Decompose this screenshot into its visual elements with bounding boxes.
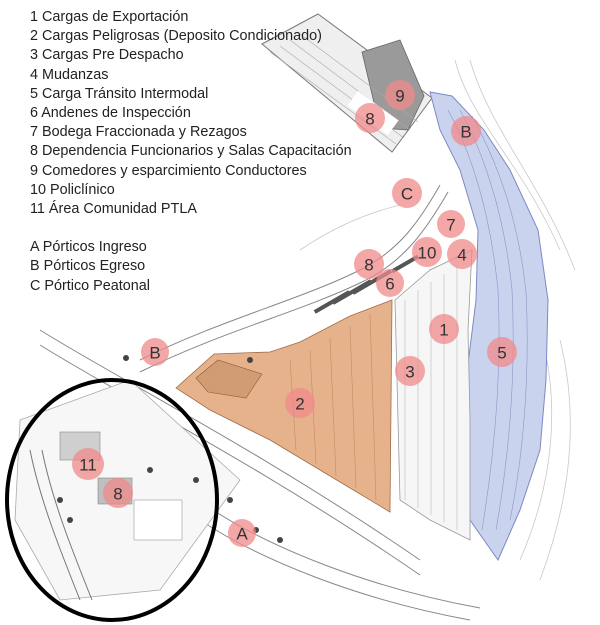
hazard-building: [195, 359, 263, 399]
marker-1-label: 8: [365, 110, 374, 129]
legend-item-1: 2 Cargas Peligrosas (Deposito Condiciona…: [30, 28, 322, 45]
marker-4-circle: [437, 210, 465, 238]
hazard-stalls: [289, 313, 377, 501]
marker-11-label: B: [149, 344, 160, 363]
marker-13-label: 2: [295, 395, 304, 414]
marker-8-label: 6: [385, 275, 394, 294]
marker-10-label: 5: [497, 344, 506, 363]
legend-item-9: 10 Policlínico: [30, 181, 115, 198]
marker-3-label: C: [401, 185, 413, 204]
marker-15-label: 8: [113, 485, 122, 504]
legend-letter-item-1: B Pórticos Egreso: [30, 258, 146, 275]
marker-13-circle: [285, 388, 315, 418]
legend-item-6: 7 Bodega Fraccionada y Rezagos: [30, 124, 247, 141]
legend-item-3: 4 Mudanzas: [30, 66, 109, 83]
marker-9-circle: [429, 314, 459, 344]
legend: 1 Cargas de Exportación 2 Cargas Peligros…: [30, 8, 360, 296]
zone-2-hazardous: [175, 299, 393, 513]
marker-5-circle: [412, 237, 442, 267]
marker-2-label: B: [460, 123, 471, 142]
marker-14-label: 11: [79, 456, 97, 475]
marker-10-circle: [487, 337, 517, 367]
legend-letter-item-2: C Pórtico Peatonal: [30, 277, 150, 294]
marker-7-circle: [354, 249, 384, 279]
transit-lanes: [447, 109, 528, 531]
marker-1-circle: [355, 103, 385, 133]
marker-16-circle: [228, 519, 256, 547]
legend-item-10: 11 Área Comunidad PTLA: [30, 201, 197, 218]
marker-2-circle: [451, 116, 481, 146]
legend-numbered-list: 1 Cargas de Exportación 2 Cargas Peligros…: [30, 8, 360, 219]
marker-15-circle: [103, 478, 133, 508]
marker-12-circle: [395, 356, 425, 386]
marker-11-circle: [141, 338, 169, 366]
legend-item-2: 3 Cargas Pre Despacho: [30, 47, 184, 64]
marker-14-circle: [72, 448, 104, 480]
marker-6-circle: [447, 239, 477, 269]
legend-item-8: 9 Comedores y esparcimiento Conductores: [30, 162, 307, 179]
legend-item-0: 1 Cargas de Exportación: [30, 9, 189, 25]
zone-1-3-parking: [394, 249, 473, 541]
legend-spacer: [30, 219, 360, 238]
parking-stalls: [404, 266, 458, 530]
legend-letter-item-0: A Pórticos Ingreso: [30, 239, 147, 256]
legend-item-4: 5 Carga Tránsito Intermodal: [30, 85, 209, 102]
tree-dots: [57, 355, 283, 543]
marker-9-label: 1: [439, 321, 448, 340]
legend-item-5: 6 Andenes de Inspección: [30, 105, 191, 122]
legend-lettered-list: A Pórticos Ingreso B Pórticos Egreso C Pór…: [30, 238, 360, 296]
marker-0-label: 9: [395, 87, 404, 106]
marker-5-label: 10: [418, 244, 437, 263]
legend-item-7: 8 Dependencia Funcionarios y Salas Capac…: [30, 143, 352, 160]
marker-7-label: 8: [364, 256, 373, 275]
highlight-circle: [5, 378, 219, 622]
marker-3-circle: [392, 178, 422, 208]
zone-5-transit: [429, 91, 549, 562]
marker-12-label: 3: [405, 363, 414, 382]
marker-4-label: 7: [446, 216, 455, 235]
marker-8-circle: [376, 269, 404, 297]
marker-6-label: 4: [457, 246, 466, 265]
marker-0-circle: [385, 80, 415, 110]
marker-16-label: A: [236, 525, 248, 544]
